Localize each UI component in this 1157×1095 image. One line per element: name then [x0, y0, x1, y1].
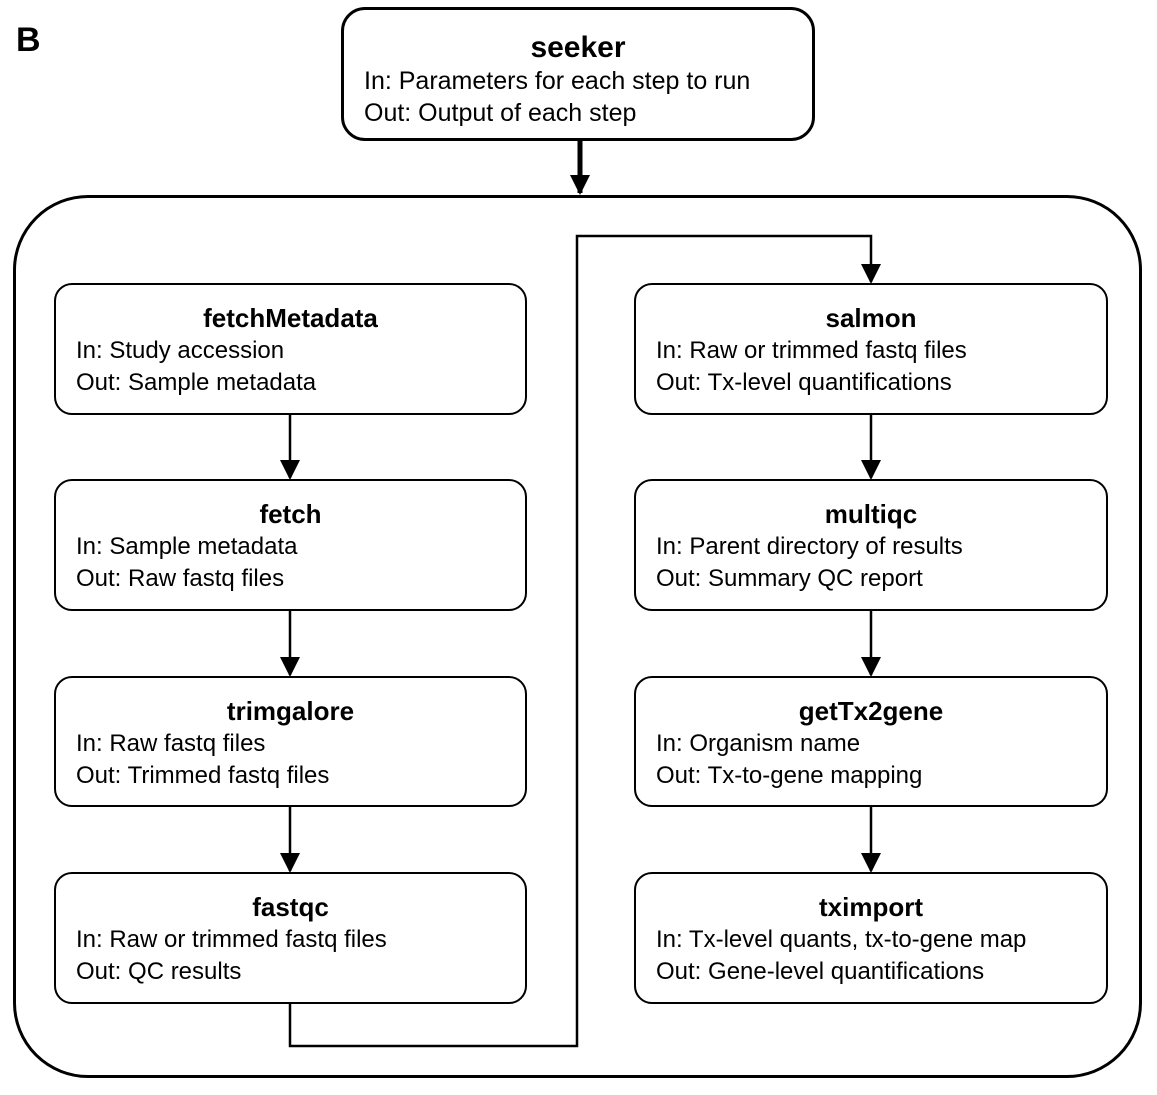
step-fastqc: fastqc In: Raw or trimmed fastq files Ou… — [54, 872, 527, 1004]
step-output: Out: Gene-level quantifications — [656, 958, 985, 985]
step-input: In: Raw fastq files — [76, 729, 266, 757]
step-input: In: Sample metadata — [76, 532, 298, 560]
step-seeker: seeker In: Parameters for each step to r… — [341, 7, 815, 141]
step-output: Out: Tx-to-gene mapping — [656, 762, 923, 789]
connector-fastqc-to-salmon — [288, 234, 881, 1048]
step-fetch: fetch In: Sample metadata Out: Raw fastq… — [54, 479, 527, 611]
step-fetchmetadata: fetchMetadata In: Study accession Out: S… — [54, 283, 527, 415]
step-gettx2gene: getTx2gene In: Organism name Out: Tx-to-… — [634, 676, 1108, 807]
step-multiqc: multiqc In: Parent directory of results … — [634, 479, 1108, 611]
step-output: Out: QC results — [76, 958, 242, 985]
step-tximport: tximport In: Tx-level quants, tx-to-gene… — [634, 872, 1108, 1004]
panel-label: B — [16, 21, 41, 59]
step-input: In: Parameters for each step to run — [364, 66, 751, 95]
step-title: tximport — [819, 892, 923, 922]
step-salmon: salmon In: Raw or trimmed fastq files Ou… — [634, 283, 1108, 415]
step-input: In: Raw or trimmed fastq files — [656, 336, 967, 364]
step-input: In: Parent directory of results — [656, 532, 963, 560]
step-title: seeker — [530, 31, 626, 64]
step-input: In: Study accession — [76, 336, 285, 364]
pipeline-container — [13, 195, 1142, 1078]
step-input: In: Raw or trimmed fastq files — [76, 925, 387, 953]
step-output: Out: Output of each step — [364, 99, 637, 127]
step-output: Out: Tx-level quantifications — [656, 369, 952, 396]
step-title: fetch — [259, 499, 322, 529]
step-title: fetchMetadata — [203, 303, 378, 333]
step-output: Out: Summary QC report — [656, 565, 923, 592]
step-title: salmon — [825, 303, 917, 333]
step-title: trimgalore — [226, 696, 355, 726]
step-input: In: Organism name — [656, 729, 861, 757]
step-trimgalore: trimgalore In: Raw fastq files Out: Trim… — [54, 676, 527, 807]
step-output: Out: Trimmed fastq files — [76, 762, 330, 789]
step-title: fastqc — [252, 892, 329, 922]
step-output: Out: Raw fastq files — [76, 565, 285, 592]
step-output: Out: Sample metadata — [76, 369, 317, 396]
step-input: In: Tx-level quants, tx-to-gene map — [656, 925, 1027, 953]
step-title: getTx2gene — [798, 696, 944, 726]
step-title: multiqc — [824, 499, 918, 529]
